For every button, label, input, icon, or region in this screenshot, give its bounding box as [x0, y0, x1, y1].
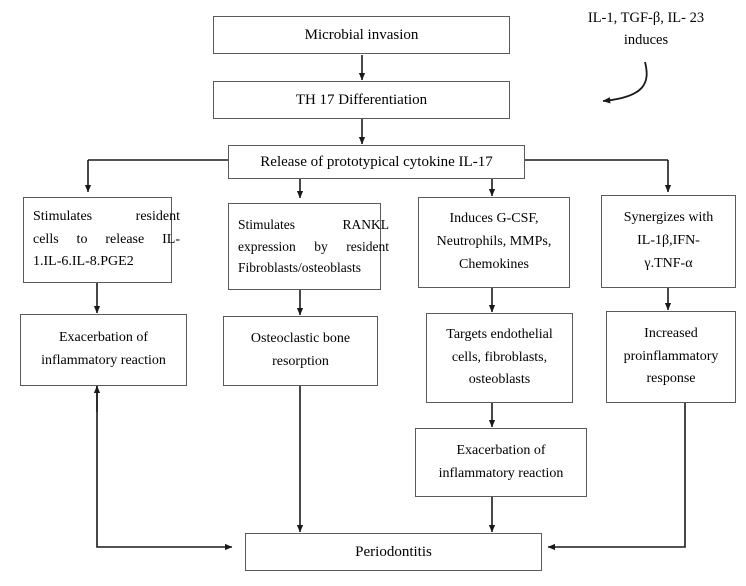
node-induces-gcsf-line2: Neutrophils, MMPs, — [436, 234, 552, 250]
node-stimulates-resident-cells-line2: cells to release IL- — [33, 231, 180, 247]
node-stimulates-rankl-line1: Stimulates RANKL — [238, 216, 389, 232]
node-increased-proinflammatory[interactable]: Increased proinflammatory response — [606, 311, 736, 403]
node-th17-differentiation[interactable]: TH 17 Differentiation — [213, 81, 510, 119]
node-synergizes-with-line1: Synergizes with — [623, 210, 714, 226]
node-increased-proinflammatory-line1: Increased — [644, 325, 698, 341]
node-increased-proinflammatory-line2: proinflammatory — [623, 348, 719, 364]
annotation-line2: 23 induces — [623, 10, 705, 48]
annotation-line1: IL-1, TGF-β, IL- — [587, 10, 686, 26]
node-osteoclastic-resorption-line2: resorption — [272, 354, 329, 369]
node-release-il17[interactable]: Release of prototypical cytokine IL-17 — [228, 145, 525, 179]
annotation-cytokine-inducers: IL-1, TGF-β, IL- 23 induces — [566, 8, 726, 52]
node-stimulates-rankl-line3: Fibroblasts/osteoblasts — [238, 260, 362, 276]
node-osteoclastic-resorption[interactable]: Osteoclastic bone resorption — [223, 316, 378, 386]
node-targets-endothelial-line3: osteoblasts — [468, 372, 531, 388]
node-synergizes-with-line3: γ.TNF-α — [644, 255, 693, 271]
node-exacerbation-left[interactable]: Exacerbation of inflammatory reaction — [20, 314, 187, 386]
node-targets-endothelial-line1: Targets endothelial — [446, 326, 553, 342]
edge-exacerbation-to-periodontitis — [96, 386, 233, 551]
node-exacerbation-mid-line2: inflammatory reaction — [438, 465, 564, 481]
node-stimulates-resident-cells[interactable]: Stimulates resident cells to release IL-… — [23, 197, 180, 283]
node-osteoclastic-resorption-line1: Osteoclastic bone — [250, 331, 351, 347]
edge-annotation-to-th17 — [602, 61, 648, 104]
node-synergizes-with-line2: IL-1β,IFN- — [637, 233, 700, 249]
node-exacerbation-left-line2: inflammatory reaction — [41, 353, 166, 368]
node-release-il17-line1: Release of prototypical cytokine IL-17 — [260, 153, 493, 170]
node-synergizes-with[interactable]: Synergizes with IL-1β,IFN- γ.TNF-α — [601, 195, 736, 288]
node-targets-endothelial-line2: cells, fibroblasts, — [451, 349, 548, 365]
node-stimulates-rankl[interactable]: Stimulates RANKL expression by resident … — [228, 203, 389, 290]
node-exacerbation-mid[interactable]: Exacerbation of inflammatory reaction — [415, 428, 587, 497]
node-stimulates-resident-cells-line3: 1.IL-6.IL-8.PGE2 — [33, 254, 134, 270]
node-microbial-invasion[interactable]: Microbial invasion — [213, 16, 510, 54]
node-targets-endothelial[interactable]: Targets endothelial cells, fibroblasts, … — [426, 313, 573, 403]
node-induces-gcsf[interactable]: Induces G-CSF, Neutrophils, MMPs, Chemok… — [418, 197, 570, 288]
node-increased-proinflammatory-line3: response — [646, 371, 696, 387]
node-induces-gcsf-line3: Chemokines — [459, 256, 529, 272]
node-exacerbation-mid-line1: Exacerbation of — [456, 442, 546, 458]
node-stimulates-resident-cells-line1: Stimulates resident — [33, 208, 180, 224]
node-th17-differentiation-line1: TH 17 Differentiation — [295, 91, 428, 108]
node-periodontitis-line1: Periodontitis — [355, 543, 432, 560]
node-exacerbation-left-line1: Exacerbation of — [58, 330, 148, 346]
node-induces-gcsf-line1: Induces G-CSF, — [449, 211, 539, 227]
node-periodontitis[interactable]: Periodontitis — [245, 533, 542, 571]
node-stimulates-rankl-line2: expression by resident — [238, 238, 389, 254]
node-microbial-invasion-line1: Microbial invasion — [304, 26, 419, 43]
